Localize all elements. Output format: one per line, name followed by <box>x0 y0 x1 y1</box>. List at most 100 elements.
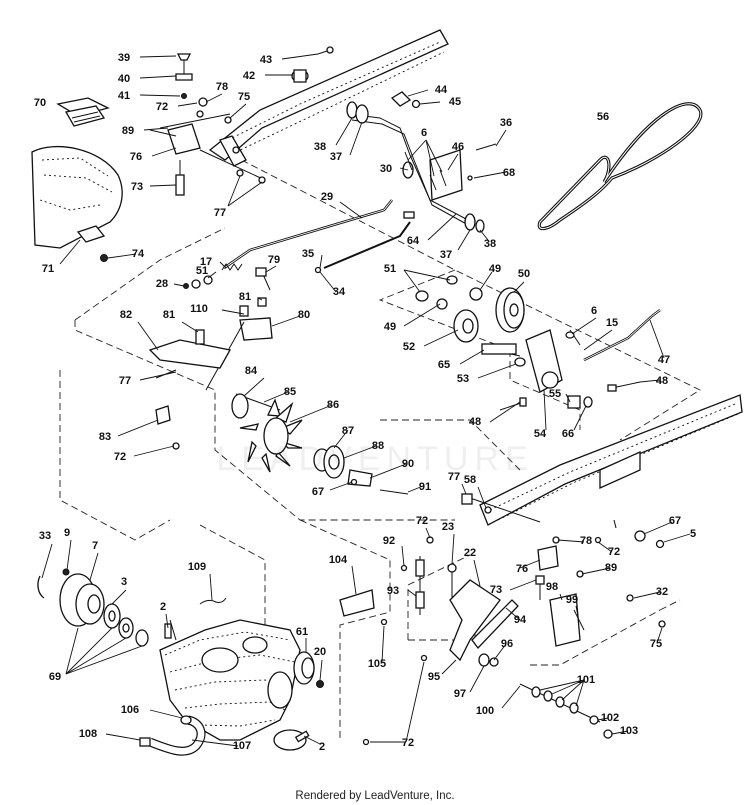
bracket-76 <box>159 97 266 196</box>
part-callout-93: 93 <box>387 585 399 597</box>
part-callout-98: 98 <box>546 581 558 593</box>
part-callout-85: 85 <box>284 386 296 398</box>
part-callout-74: 74 <box>132 248 145 260</box>
part-callout-47: 47 <box>658 354 670 366</box>
part-callout-49: 49 <box>489 263 501 275</box>
part-callout-108: 108 <box>79 728 97 740</box>
part-callout-109: 109 <box>188 561 206 573</box>
part-callout-38: 38 <box>314 141 326 153</box>
part-callout-56: 56 <box>597 111 609 123</box>
part-callout-76: 76 <box>516 563 528 575</box>
part-callout-107: 107 <box>233 740 251 752</box>
part-callout-7: 7 <box>92 540 98 552</box>
part-callout-36: 36 <box>500 117 512 129</box>
watermark: LEADVENTURE <box>216 440 527 478</box>
part-callout-102: 102 <box>601 712 619 724</box>
part-callout-64: 64 <box>407 235 420 247</box>
keys-and-clips <box>294 654 428 746</box>
part-callout-58: 58 <box>464 474 476 486</box>
idler-bracket-54 <box>481 309 661 411</box>
part-callout-43: 43 <box>260 54 272 66</box>
part-callout-51: 51 <box>384 263 396 275</box>
part-callout-78: 78 <box>216 81 228 93</box>
part-callout-97: 97 <box>454 688 466 700</box>
input-pulley-61 <box>293 651 324 688</box>
part-callout-82: 82 <box>120 309 132 321</box>
rear-fender <box>31 145 123 249</box>
part-callout-28: 28 <box>156 278 168 290</box>
part-callout-6: 6 <box>591 305 597 317</box>
bracket-44 <box>390 91 421 109</box>
part-callout-51: 51 <box>196 265 208 277</box>
transaxle <box>159 619 307 751</box>
footer-credit: Rendered by LeadVenture, Inc. <box>295 790 454 802</box>
part-callout-41: 41 <box>118 90 130 102</box>
part-callout-22: 22 <box>464 547 476 559</box>
part-callout-87: 87 <box>342 425 354 437</box>
hardware-lower-right <box>461 493 666 628</box>
part-callout-73: 73 <box>490 584 502 596</box>
part-callout-77: 77 <box>448 471 460 483</box>
part-callout-52: 52 <box>403 341 415 353</box>
part-callout-53: 53 <box>457 373 469 385</box>
idler-arm-assembly <box>346 101 497 233</box>
part-callout-77: 77 <box>119 375 131 387</box>
pin-39 <box>175 53 193 99</box>
part-callout-70: 70 <box>34 97 46 109</box>
part-callout-29: 29 <box>321 191 333 203</box>
clip-109 <box>199 597 227 605</box>
part-callout-90: 90 <box>402 458 414 470</box>
part-callout-45: 45 <box>449 96 461 108</box>
part-callout-81: 81 <box>239 291 251 303</box>
part-callout-61: 61 <box>296 626 308 638</box>
part-callout-40: 40 <box>118 73 130 85</box>
part-callout-17: 17 <box>200 256 212 268</box>
pulley-assembly <box>415 275 525 343</box>
part-callout-5: 5 <box>690 528 696 540</box>
part-callout-94: 94 <box>514 614 527 626</box>
shift-rods <box>223 199 415 274</box>
part-callout-33: 33 <box>39 530 51 542</box>
part-callout-101: 101 <box>577 674 595 686</box>
part-callout-76: 76 <box>130 151 142 163</box>
leader-lines <box>41 53 691 747</box>
part-callout-72: 72 <box>416 515 428 527</box>
part-callout-72: 72 <box>156 101 168 113</box>
part-callout-71: 71 <box>42 263 54 275</box>
part-callout-73: 73 <box>131 181 143 193</box>
part-callout-89: 89 <box>605 562 617 574</box>
part-callout-30: 30 <box>380 163 392 175</box>
part-callout-34: 34 <box>333 286 346 298</box>
part-callout-50: 50 <box>518 268 530 280</box>
part-callout-69: 69 <box>49 671 61 683</box>
part-callout-67: 67 <box>669 515 681 527</box>
part-callout-103: 103 <box>620 725 638 737</box>
part-callout-86: 86 <box>327 399 339 411</box>
frame-rail-right <box>479 394 743 526</box>
part-callout-91: 91 <box>419 481 431 493</box>
part-callout-106: 106 <box>121 704 139 716</box>
part-callout-49: 49 <box>384 321 396 333</box>
part-callout-99: 99 <box>566 594 578 606</box>
part-callout-32: 32 <box>656 586 668 598</box>
part-callout-105: 105 <box>368 658 386 670</box>
part-callout-95: 95 <box>428 671 440 683</box>
part-callout-72: 72 <box>608 546 620 558</box>
part-callout-67: 67 <box>312 486 324 498</box>
part-callout-65: 65 <box>438 359 450 371</box>
part-callout-75: 75 <box>238 91 250 103</box>
part-callout-81: 81 <box>163 309 175 321</box>
part-callout-104: 104 <box>329 554 348 566</box>
part-callout-100: 100 <box>476 705 494 717</box>
part-callout-77: 77 <box>214 207 226 219</box>
part-callout-75: 75 <box>650 638 662 650</box>
part-callout-89: 89 <box>122 125 134 137</box>
part-callout-84: 84 <box>245 365 258 377</box>
part-callout-72: 72 <box>114 451 126 463</box>
part-callout-37: 37 <box>330 151 342 163</box>
part-callout-80: 80 <box>298 309 310 321</box>
drive-belt-56 <box>537 102 703 231</box>
